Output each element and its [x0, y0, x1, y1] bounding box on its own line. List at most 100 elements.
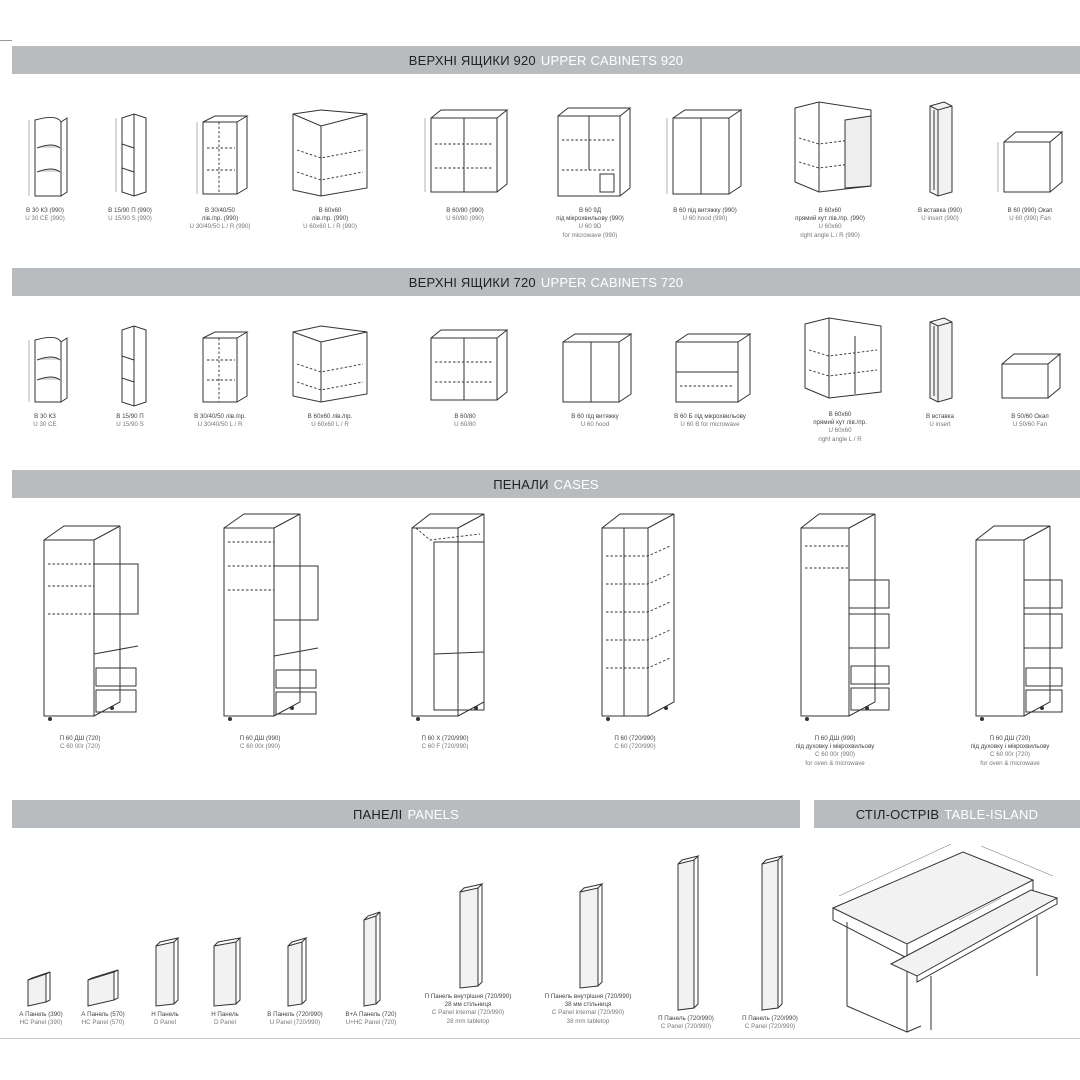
hood-cabinet-drawing	[666, 109, 743, 195]
item-label-uk: В 15/90 П	[116, 413, 144, 420]
case-c60-00r-990-oven-microwave: П 60 ДШ (990) під духовку і мікрохвильов…	[760, 506, 910, 768]
narrow-shelf-cabinet-drawing	[121, 325, 147, 407]
item-label-en: U+HC Panel (720)	[345, 1019, 397, 1027]
item-label-uk: В 15/90 П (990)	[108, 207, 152, 214]
cabinet-u-insert-720: В вставка U insert	[900, 310, 980, 429]
item-label-uk: П 60 ДШ (720)	[989, 735, 1031, 742]
item-label-en: U 60 hood (990)	[682, 215, 728, 223]
item-label-uk-2: під духовку і мікрохвильову	[970, 743, 1050, 751]
item-label-uk: В Панель (720/990)	[267, 1011, 323, 1018]
cabinet-u60x60-right-angle-990: В 60x60 прямий кут лів./пр. (990) U 60x6…	[760, 96, 900, 240]
item-label-en-2: for microwave (990)	[562, 231, 618, 239]
single-door-cabinet-drawing	[202, 331, 249, 403]
item-label-uk: П Панель внутрішня (720/990)	[544, 993, 632, 1000]
item-label-en: U 60/80	[454, 421, 476, 429]
item-label-en: U 60x60	[828, 427, 852, 435]
item-label-en: U 30 CE (990)	[25, 215, 65, 223]
open-corner-cabinet-drawing	[28, 116, 68, 197]
cabinet-u60-9d-990: В 60 9Д під мікрохвильову (990) U 60 9D …	[530, 100, 650, 240]
item-label-en: U 60 (990) Fan	[1009, 215, 1051, 223]
item-label-en: U 50/60 Fan	[1012, 421, 1048, 429]
cabinet-u-insert-990: В вставка (990) U insert (990)	[900, 96, 980, 223]
case-c60-00r-720-oven-microwave: П 60 ДШ (720) під духовку і мікрохвильов…	[940, 512, 1080, 768]
item-label-uk: В 60x60	[828, 411, 852, 418]
double-door-cabinet-drawing	[430, 329, 509, 401]
bottom-rule	[0, 1038, 1080, 1039]
section-title-en: PANELS	[407, 806, 459, 822]
case-internal-panel-drawing	[579, 883, 604, 989]
item-label-en: C Panel (720/990)	[744, 1023, 796, 1031]
panel-c-720-990-1: П Панель (720/990) C Panel (720/990)	[644, 852, 728, 1031]
item-label-uk: П Панель (720/990)	[742, 1015, 798, 1022]
panel-u-hc-720: В+А Панель (720) U+HC Panel (720)	[334, 906, 408, 1027]
section-title-en: UPPER CABINETS 720	[540, 274, 684, 290]
item-label-en: U 60 9D	[578, 223, 602, 231]
item-label-en: C 60 00r (990)	[240, 743, 280, 751]
panel-c-internal-28: П Панель внутрішня (720/990) 28 мм стіль…	[408, 878, 528, 1026]
item-label-en: C 60 00r (990)	[815, 751, 855, 759]
cabinet-u30-40-50-720: В 30/40/50 лів./пр. U 30/40/50 L / R	[170, 318, 270, 429]
item-label-en-2: right angle L / R	[818, 435, 862, 443]
item-label-en: C Panel internal (720/990)	[431, 1009, 505, 1017]
item-label-uk: П 60 Х (720/990)	[421, 735, 469, 742]
microwave-cabinet-drawing	[557, 107, 632, 197]
item-label-uk: П 60 ДШ (720)	[59, 735, 101, 742]
cabinet-u60b-microwave-720: В 60 Б під мікрохвильову U 60 B for micr…	[650, 314, 770, 429]
item-label-en: D Panel	[213, 1019, 236, 1027]
case-c60-f-720-990: П 60 Х (720/990) C 60 F (720/990)	[380, 506, 510, 751]
item-label-uk: В 60/80	[454, 413, 476, 420]
item-label-en: C Panel internal (720/990)	[551, 1009, 625, 1017]
panel-d-1: Н Панель D Panel	[134, 932, 196, 1027]
tall-oven-microwave-case-drawing	[975, 525, 1063, 721]
item-label-en: U 60 hood	[580, 421, 610, 429]
case-c60-720-990: П 60 (720/990) C 60 (720/990)	[570, 506, 700, 751]
cabinet-u60-hood-720: В 60 під витяжку U 60 hood	[540, 314, 650, 429]
item-label-en: C 60 00r (720)	[990, 751, 1030, 759]
item-label-uk-2: лів./пр. (990)	[201, 215, 239, 223]
hood-cabinet-drawing	[562, 333, 633, 403]
cabinet-u60-80-990: В 60/80 (990) U 60/80 (990)	[410, 100, 520, 223]
case-panel-drawing	[677, 855, 700, 1011]
item-label-en-2: for oven & microwave	[805, 759, 865, 767]
item-label-uk-2: під мікрохвильову (990)	[556, 215, 624, 223]
item-label-uk: В+А Панель (720)	[345, 1011, 397, 1018]
insert-panel-drawing	[929, 317, 953, 403]
section-title-en: TABLE-ISLAND	[944, 806, 1039, 822]
tall-oven-case-drawing	[223, 513, 319, 721]
short-panel-drawing	[27, 971, 51, 1007]
corner-cabinet-drawing	[292, 325, 368, 403]
item-label-en: U 15/90 S	[116, 421, 144, 429]
item-label-en: C 60 00r (720)	[60, 743, 100, 751]
item-label-uk: В 30/40/50 лів./пр.	[194, 413, 246, 420]
single-door-cabinet-drawing	[196, 115, 249, 195]
top-rule	[0, 40, 12, 41]
short-panel-drawing	[87, 969, 119, 1007]
case-c60-00r-720: П 60 ДШ (720) C 60 00r (720)	[10, 512, 150, 751]
panel-d-2: Н Панель D Panel	[194, 932, 256, 1027]
case-internal-panel-drawing	[459, 883, 484, 989]
item-label-uk-2: 28 мм стільниця	[444, 1001, 492, 1009]
item-label-en-2: right angle L / R (990)	[800, 231, 860, 239]
item-label-uk: В 60/80 (990)	[446, 207, 484, 214]
item-label-uk: В 50/60 Окап	[1011, 413, 1049, 420]
item-label-uk: В 60 Б під мікрохвильову	[674, 413, 746, 420]
panel-hc-570: А Панель (570) HC Panel (570)	[72, 962, 134, 1027]
fan-cabinet-drawing	[997, 131, 1064, 193]
item-label-en: U 60x60	[818, 223, 842, 231]
item-label-uk: В вставка	[926, 413, 954, 420]
section-title-uk: ПЕНАЛИ	[493, 476, 549, 492]
narrow-shelf-cabinet-drawing	[115, 113, 147, 197]
item-label-uk: В 60x60 лів./пр.	[307, 413, 353, 420]
panel-c-internal-38: П Панель внутрішня (720/990) 38 мм стіль…	[528, 878, 648, 1026]
section-title-en: CASES	[553, 476, 599, 492]
case-panel-drawing	[761, 855, 784, 1011]
tall-fridge-case-drawing	[411, 513, 485, 721]
item-label-uk: А Панель (390)	[19, 1011, 63, 1018]
item-label-uk-2: прямий кут лів./пр.	[813, 419, 867, 427]
item-label-uk: Н Панель	[211, 1011, 239, 1018]
base-panel-drawing	[213, 937, 242, 1007]
item-label-en: U Panel (720/990)	[269, 1019, 321, 1027]
panel-c-720-990-2: П Панель (720/990) C Panel (720/990)	[728, 852, 812, 1031]
item-label-uk: П 60 (720/990)	[614, 735, 656, 742]
corner-cabinet-drawing	[292, 109, 368, 197]
